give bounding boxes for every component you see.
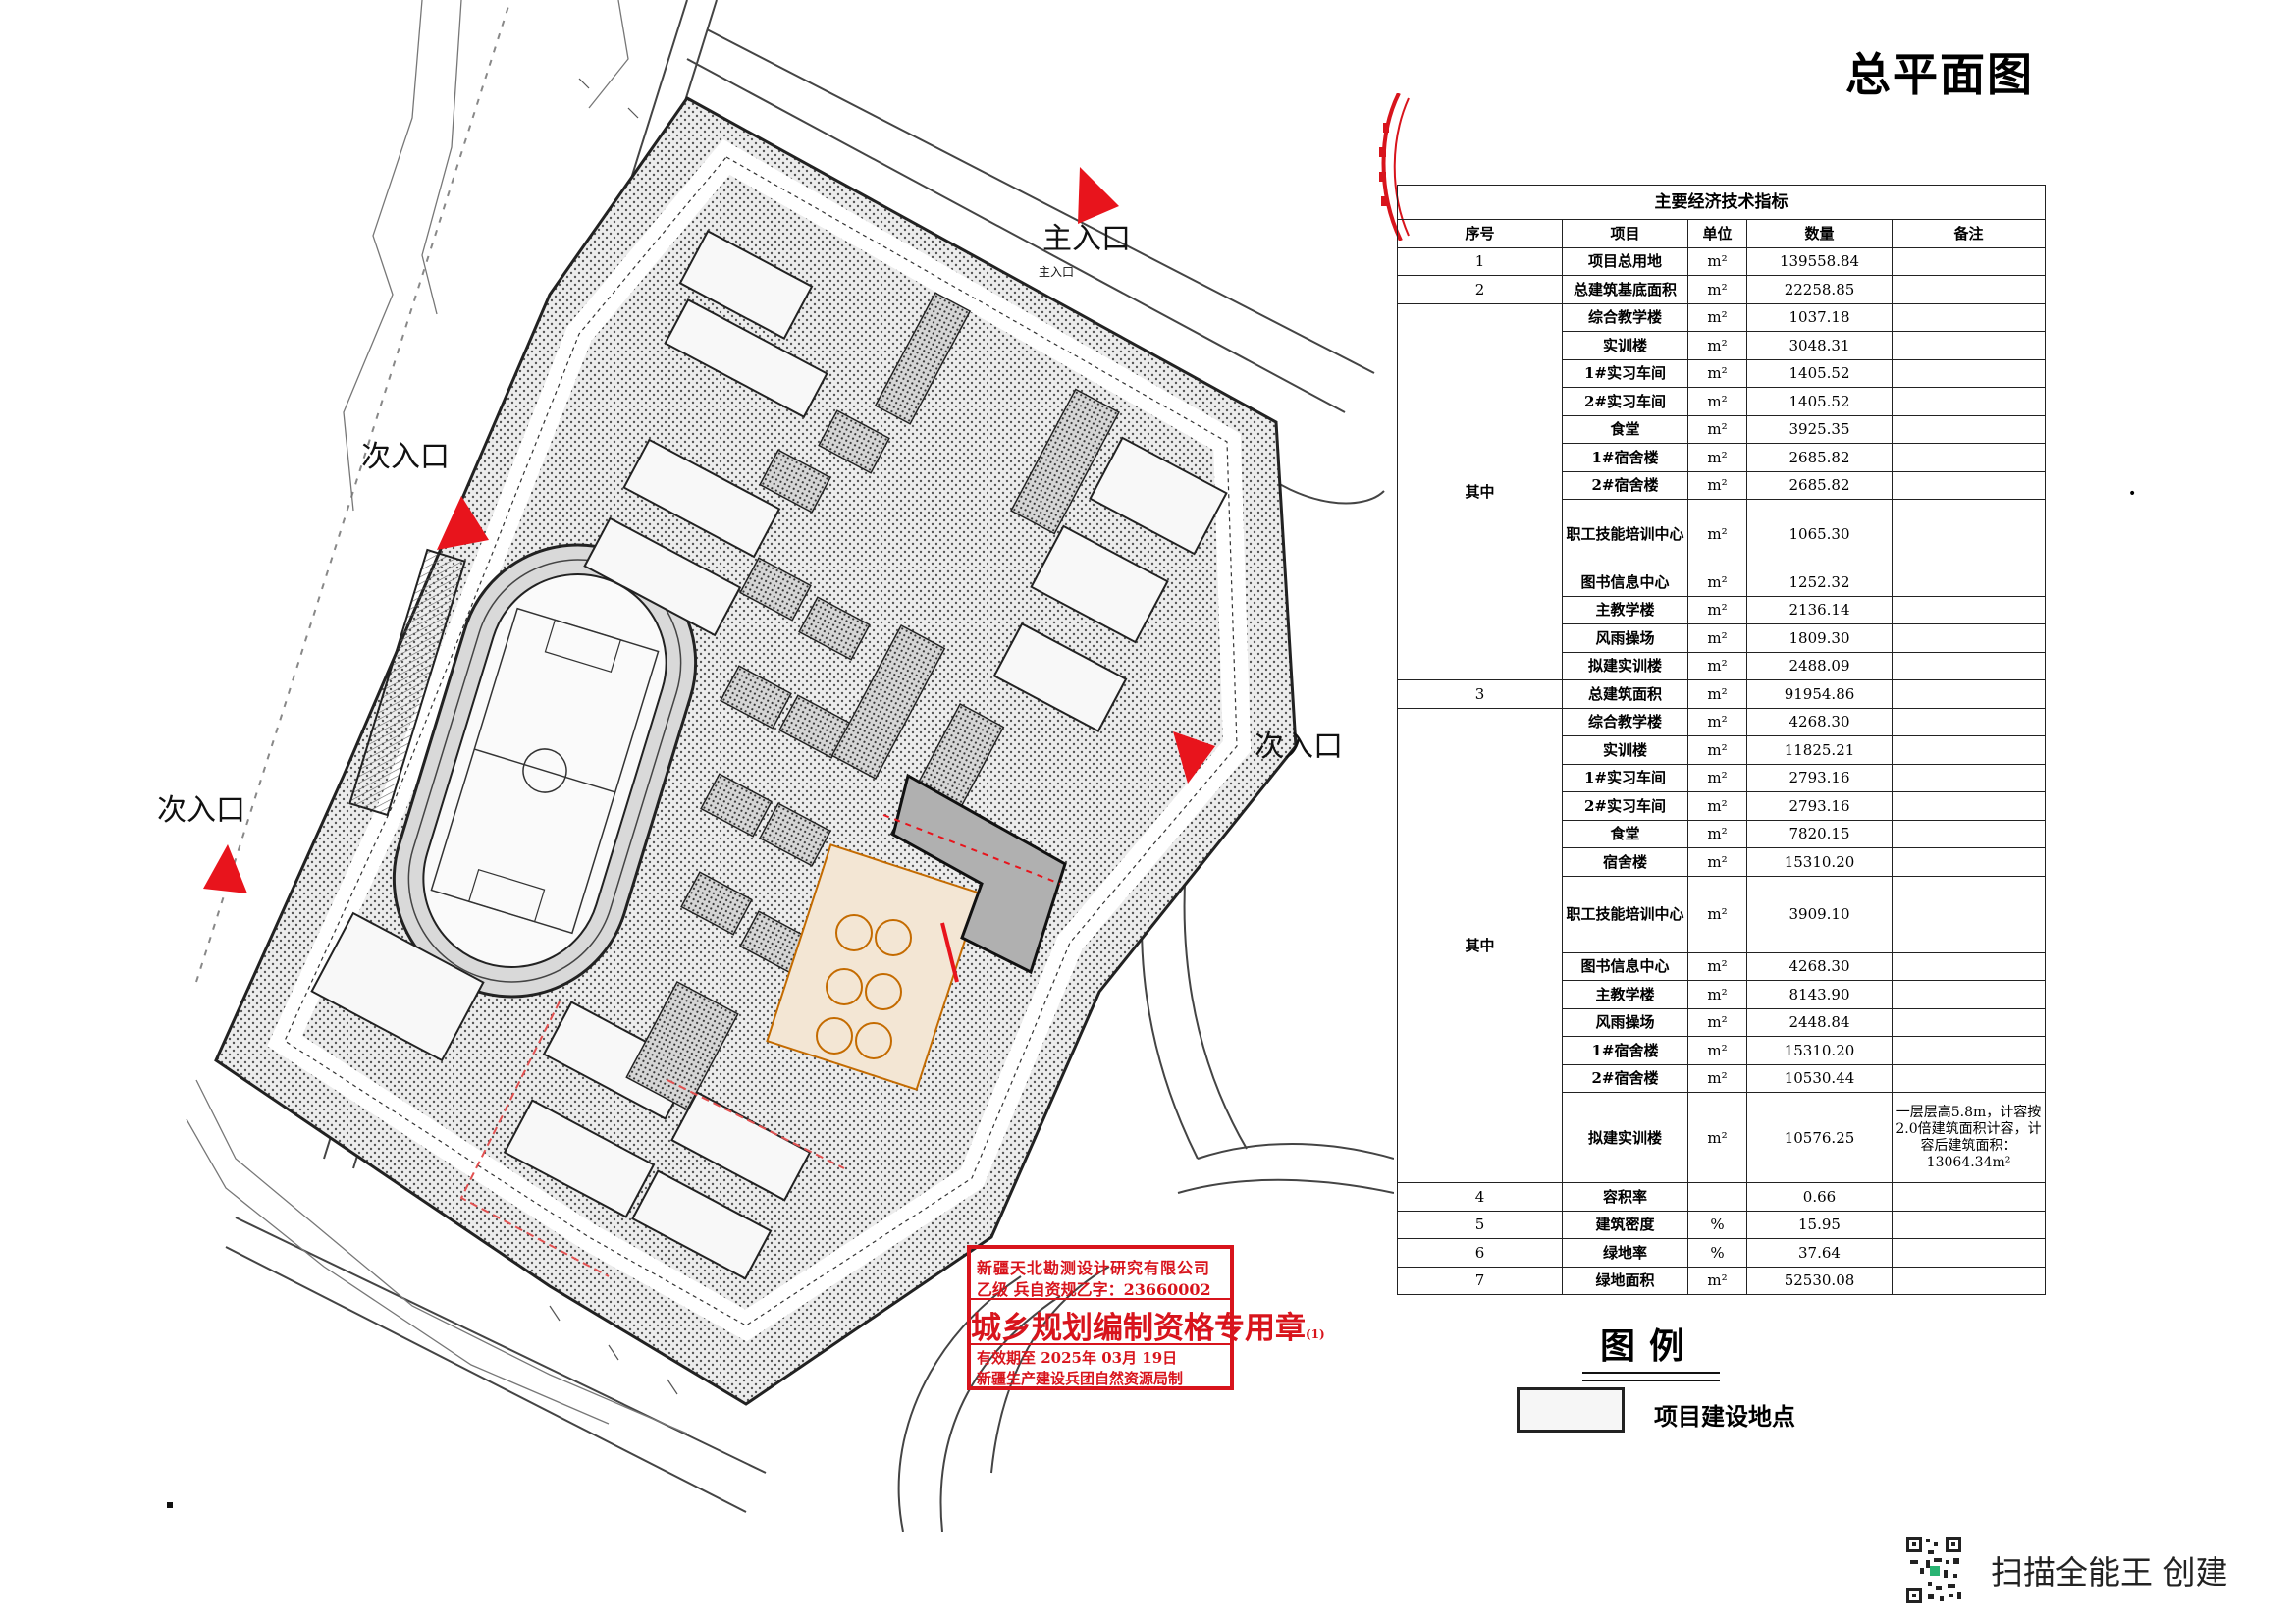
- col-header-no: 序号: [1397, 219, 1563, 248]
- col-header-unit: 单位: [1687, 219, 1747, 248]
- tick-marks: [549, 78, 678, 1395]
- legend-underline: [1582, 1372, 1720, 1381]
- main-entrance-arrow: [1078, 167, 1119, 224]
- col-header-note: 备注: [1891, 219, 2047, 248]
- secondary-entrance-arrow-right: [1173, 731, 1215, 784]
- secondary-entrance-arrow-left: [203, 844, 247, 893]
- main-entrance-small-label: 主入口: [1039, 265, 1075, 279]
- table-note: 一层层高5.8m，计容按2.0倍建筑面积计容，计容后建筑面积：13064.34m…: [1891, 1092, 2047, 1183]
- dotted-pads: [625, 292, 1120, 1111]
- small-mark: •: [2128, 486, 2137, 502]
- terrain-scribbles: [186, 0, 688, 1434]
- table-caption: 主要经济技术指标: [1396, 185, 2047, 220]
- secondary-entrance-arrow-top-left: [437, 496, 489, 550]
- stamp-license: 乙级 兵自资规乙字：23660002: [977, 1280, 1211, 1299]
- legend-title: 图例: [1600, 1325, 1699, 1367]
- qr-code-icon: [1904, 1535, 1963, 1605]
- stamp-title: 城乡规划编制资格专用章(1): [971, 1311, 1325, 1346]
- planning-qualification-stamp: 新疆天北勘测设计研究有限公司 乙级 兵自资规乙字：23660002 城乡规划编制…: [967, 1245, 1325, 1390]
- entrance-arrows: [203, 167, 1215, 893]
- legend-swatch: [1517, 1387, 1625, 1433]
- running-track: [392, 543, 698, 999]
- grandstand: [348, 548, 466, 817]
- stamp-issuer: 新疆生产建设兵团自然资源局制: [977, 1370, 1184, 1387]
- secondary-entrance-label-right: 次入口: [1255, 730, 1343, 764]
- main-entrance-label: 主入口: [1042, 222, 1131, 256]
- red-dashed-lines: [459, 1001, 845, 1277]
- sports-courts: [766, 843, 982, 1091]
- site-plan-drawing: [186, 0, 1394, 1532]
- page-title: 总平面图: [1845, 48, 2034, 101]
- scanner-watermark-text: 扫描全能王 创建: [1991, 1553, 2228, 1592]
- group-label: 其中: [1397, 302, 1563, 680]
- project-site-building: [891, 773, 1067, 975]
- col-header-qty: 数量: [1746, 219, 1893, 248]
- legend-item-label: 项目建设地点: [1654, 1402, 1795, 1431]
- stamp-company: 新疆天北勘测设计研究有限公司: [977, 1259, 1211, 1277]
- col-header-item: 项目: [1562, 219, 1688, 248]
- building-blocks: [310, 229, 1228, 1280]
- secondary-entrance-label-left: 次入口: [157, 793, 245, 828]
- secondary-entrance-label-top-left: 次入口: [361, 440, 450, 474]
- group-label: 其中: [1397, 707, 1563, 1183]
- stamp-valid-until: 有效期至 2025年 03月 19日: [977, 1349, 1178, 1367]
- corner-mark: [167, 1502, 173, 1508]
